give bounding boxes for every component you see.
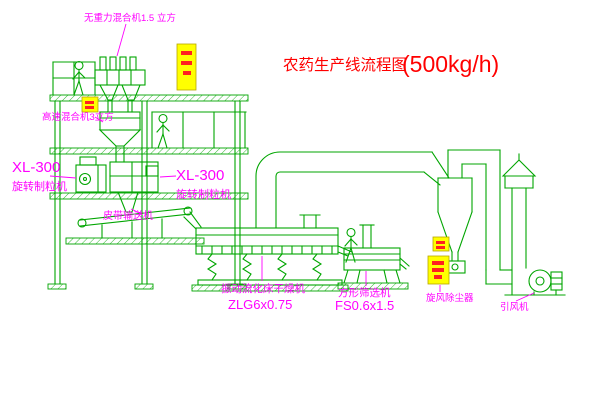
- cyclone-separator: [437, 149, 513, 285]
- label-leader-lines: [49, 23, 535, 302]
- building-frame: [47, 61, 249, 290]
- diagram-title: 农药生产线流程图: [283, 56, 407, 74]
- control-panel-top: [176, 43, 197, 91]
- granulator-right: [109, 161, 159, 213]
- vent-stack: [501, 153, 537, 296]
- control-panel-right: [427, 255, 450, 285]
- label-granulator-right-model: XL-300: [176, 167, 224, 184]
- worker-figure: [344, 227, 358, 263]
- label-fan: 引风机: [500, 301, 529, 313]
- label-sieve-model: FS0.6x1.5: [335, 298, 394, 313]
- control-panel-small-right: [432, 236, 450, 252]
- gravity-mixer: [94, 56, 146, 113]
- granulator-left: [75, 156, 107, 193]
- control-panel-mixer: [81, 96, 99, 113]
- worker-figure: [156, 113, 170, 149]
- label-dryer-model: ZLG6x0.75: [228, 297, 292, 312]
- label-dryer-name: 振动流化床干燥机: [221, 282, 305, 295]
- label-belt-conveyor: 皮带输送机: [103, 209, 153, 222]
- label-sieve-name: 方形筛选机: [338, 286, 391, 299]
- high-speed-mixer: [98, 111, 142, 163]
- induced-draft-fan: [504, 269, 566, 296]
- belt-conveyor: [65, 206, 205, 245]
- exhaust-duct: [255, 151, 450, 229]
- diagram-title-capacity: (500kg/h): [402, 51, 499, 77]
- label-dust-collector: 旋风除尘器: [426, 292, 474, 304]
- label-granulator-right-name: 旋转制粒机: [176, 187, 231, 201]
- label-granulator-left-model: XL-300: [12, 159, 60, 176]
- label-high-speed-mixer: 高速混合机3立方: [42, 111, 114, 123]
- label-gravity-mixer: 无重力混合机1.5 立方: [84, 12, 176, 24]
- square-sieve: [337, 224, 410, 290]
- fluid-bed-dryer: [191, 214, 349, 292]
- label-granulator-left-name: 旋转制粒机: [12, 179, 67, 193]
